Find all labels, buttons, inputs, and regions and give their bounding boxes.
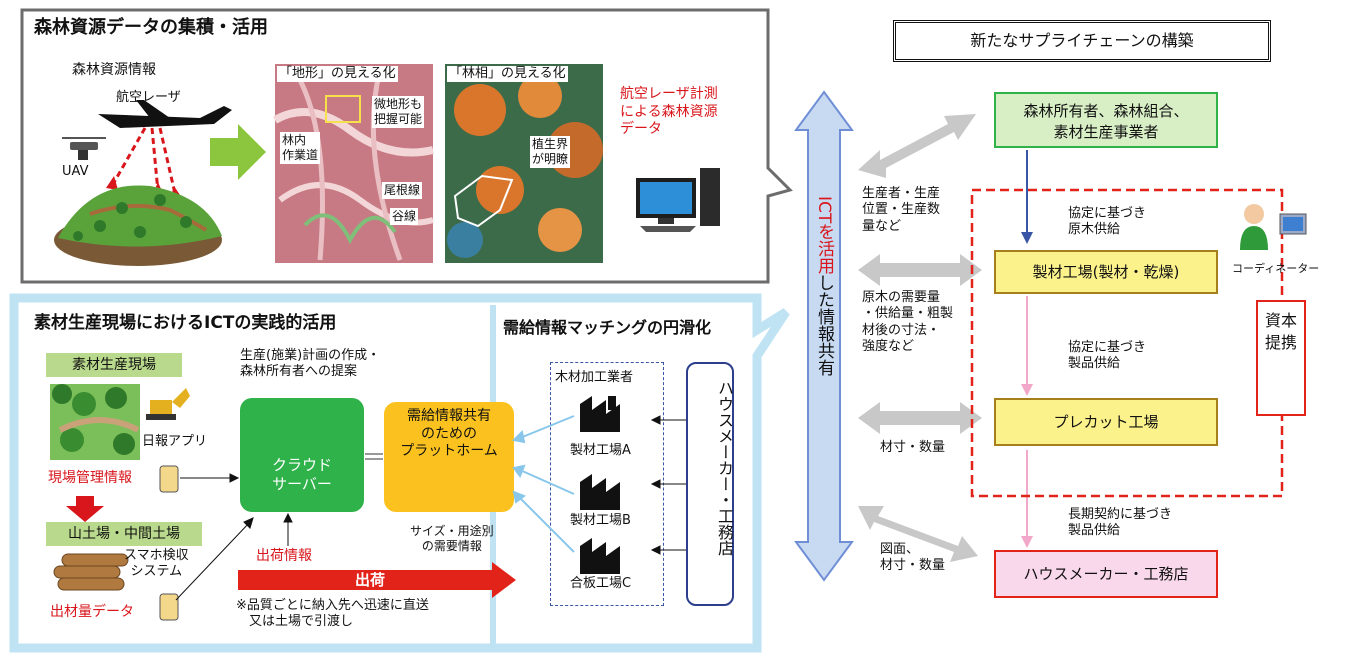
cloud-server-label: クラウド サーバー <box>271 456 332 493</box>
terrain-micro-label: 微地形も 把握可能 <box>372 96 425 128</box>
terrain-title: 「地形」の見える化 <box>277 66 398 83</box>
smartphone-system-label: スマホ検収 システム <box>124 548 189 580</box>
agreement2-label: 協定に基づき 製品供給 <box>1068 340 1147 372</box>
terrain-ridge-label: 尾根線 <box>382 182 423 199</box>
airplane-icon <box>98 100 232 128</box>
yard-label: 山土場・中間土場 <box>46 522 202 546</box>
vegetation-map-image <box>445 64 603 263</box>
factory-icon-a <box>580 396 620 432</box>
daily-app-label: 日報アプリ <box>142 434 208 449</box>
agreement1-label: 協定に基づき 原木供給 <box>1068 206 1147 238</box>
owners-box: 森林所有者、森林組合、 素材生産事業者 <box>994 92 1218 148</box>
processors-label: 木材加工業者 <box>555 370 634 385</box>
laser-beam-arrows <box>110 127 178 199</box>
coordinator-label: コーディネーター <box>1232 262 1320 275</box>
drone-icon <box>62 137 106 160</box>
site-info-label: 現場管理情報 <box>48 470 132 486</box>
info-share-rest: した情報共有 <box>814 274 834 377</box>
factory-icon-b <box>580 474 620 510</box>
house-maker-vertical-label: ハウスメーカー・工務店 <box>715 380 734 556</box>
info2-label: 原木の需要量 ・供給量・粗製 材後の寸法・ 強度など <box>862 290 954 354</box>
precut-box: プレカット工場 <box>994 398 1218 446</box>
shipping-arrow <box>238 562 516 598</box>
coordinator-icon <box>1240 204 1307 250</box>
site-illustration <box>50 384 140 460</box>
info1-label: 生産者・生産 位置・生産数 量など <box>862 186 941 234</box>
shipping-info-label: 出荷情報 <box>256 548 312 564</box>
forest-mound-image <box>54 185 222 266</box>
size-info-label: サイズ・用途別 の需要情報 <box>410 524 494 553</box>
smartphone-icon <box>159 465 179 493</box>
laser-label: 航空レーザ <box>116 90 181 105</box>
info-share-ict: ICTを活用 <box>814 196 834 275</box>
matching-panel-title: 需給情報マッチングの円滑化 <box>503 318 712 337</box>
gray-double-arrows <box>858 114 982 562</box>
platform-box <box>384 402 514 512</box>
shipping-note: ※品質ごとに納入先へ迅速に直送 又は土場で引渡し <box>236 598 429 630</box>
terrain-valley-label: 谷線 <box>390 208 419 225</box>
factory-label-c: 合板工場C <box>570 576 632 591</box>
plan-text: 生産(施業)計画の作成・ 森林所有者への提案 <box>240 348 381 380</box>
site-label: 素材生産現場 <box>46 353 182 377</box>
uav-label: UAV <box>62 164 89 179</box>
longterm-label: 長期契約に基づき 製品供給 <box>1068 507 1173 539</box>
green-right-arrow <box>210 124 266 180</box>
vegetation-title: 「林相」の見える化 <box>447 66 568 83</box>
red-down-arrow <box>66 496 104 522</box>
sawmill-box: 製材工場(製材・乾燥) <box>994 250 1218 294</box>
vegetation-boundary-label: 植生界 が明瞭 <box>530 136 571 168</box>
forest-info-label: 森林資源情報 <box>72 62 156 78</box>
excavator-icon <box>146 388 190 420</box>
shipping-label: 出荷 <box>354 571 385 589</box>
info4-label: 図面、 材寸・数量 <box>880 542 946 574</box>
logs-icon <box>53 553 129 591</box>
output-data-label: 出材量データ <box>50 604 134 620</box>
factory-label-a: 製材工場A <box>570 443 631 458</box>
factory-label-b: 製材工場B <box>570 513 631 528</box>
house-maker-box: ハウスメーカー・工務店 <box>994 550 1218 598</box>
factory-icon-c <box>580 538 620 574</box>
house-maker-vertical-box <box>686 362 734 606</box>
capital-alliance-box: 資本提携 <box>1256 300 1306 416</box>
cloud-server-box <box>240 398 364 512</box>
forest-panel-title: 森林資源データの集積・活用 <box>34 17 268 38</box>
ict-panel-title: 素材生産現場におけるICTの実践的活用 <box>34 313 337 333</box>
supply-chain-title: 新たなサプライチェーンの構築 <box>893 20 1271 62</box>
terrain-road-label: 林内 作業道 <box>280 132 321 164</box>
info3-label: 材寸・数量 <box>880 440 946 455</box>
info-share-label: ICTを活用した情報共有 <box>808 196 840 376</box>
laser-data-label: 航空レーザ計測 による森林資源 データ <box>620 86 718 137</box>
smartphone-icon-2 <box>159 593 179 621</box>
computer-icon <box>636 168 720 232</box>
platform-label: 需給情報共有 のための プラットホーム <box>400 408 498 459</box>
